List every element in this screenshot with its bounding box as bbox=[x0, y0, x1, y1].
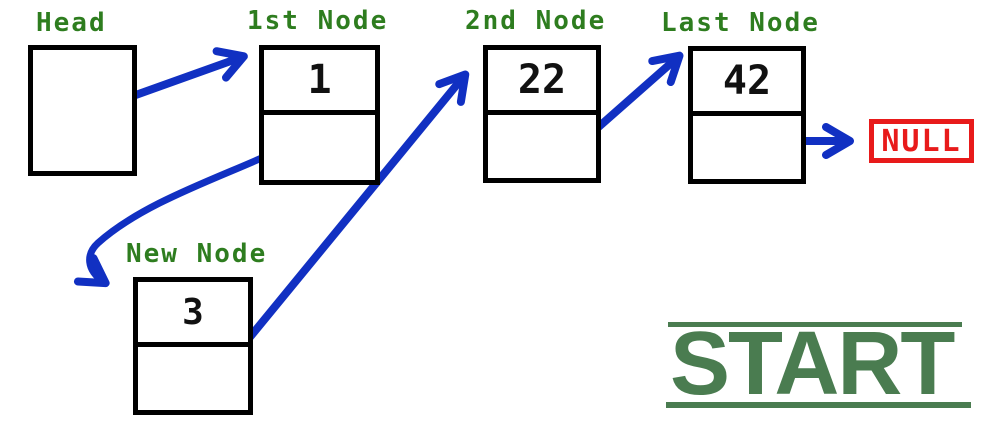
second-node-label: 2nd Node bbox=[465, 6, 607, 36]
new-node-label: New Node bbox=[126, 239, 268, 269]
second-node-next-cell bbox=[488, 115, 596, 178]
start-watermark: START bbox=[670, 314, 955, 414]
first-node-box: 1 bbox=[259, 45, 380, 185]
head-box bbox=[28, 45, 137, 176]
last-node-next-cell bbox=[693, 116, 801, 179]
first-node-value: 1 bbox=[264, 50, 375, 115]
first-node-label: 1st Node bbox=[247, 6, 389, 36]
new-node-value: 3 bbox=[138, 282, 248, 347]
last-node-box: 42 bbox=[688, 46, 806, 184]
new-node-next-cell bbox=[138, 347, 248, 410]
new-node-box: 3 bbox=[133, 277, 253, 415]
last-node-label: Last Node bbox=[661, 8, 820, 38]
head-label: Head bbox=[36, 8, 107, 38]
first-node-next-cell bbox=[264, 115, 375, 180]
null-terminator: NULL bbox=[869, 119, 974, 163]
second-node-box: 22 bbox=[483, 45, 601, 183]
start-overline bbox=[668, 322, 962, 327]
second-node-value: 22 bbox=[488, 50, 596, 115]
start-underline bbox=[666, 402, 971, 408]
last-node-value: 42 bbox=[693, 51, 801, 116]
